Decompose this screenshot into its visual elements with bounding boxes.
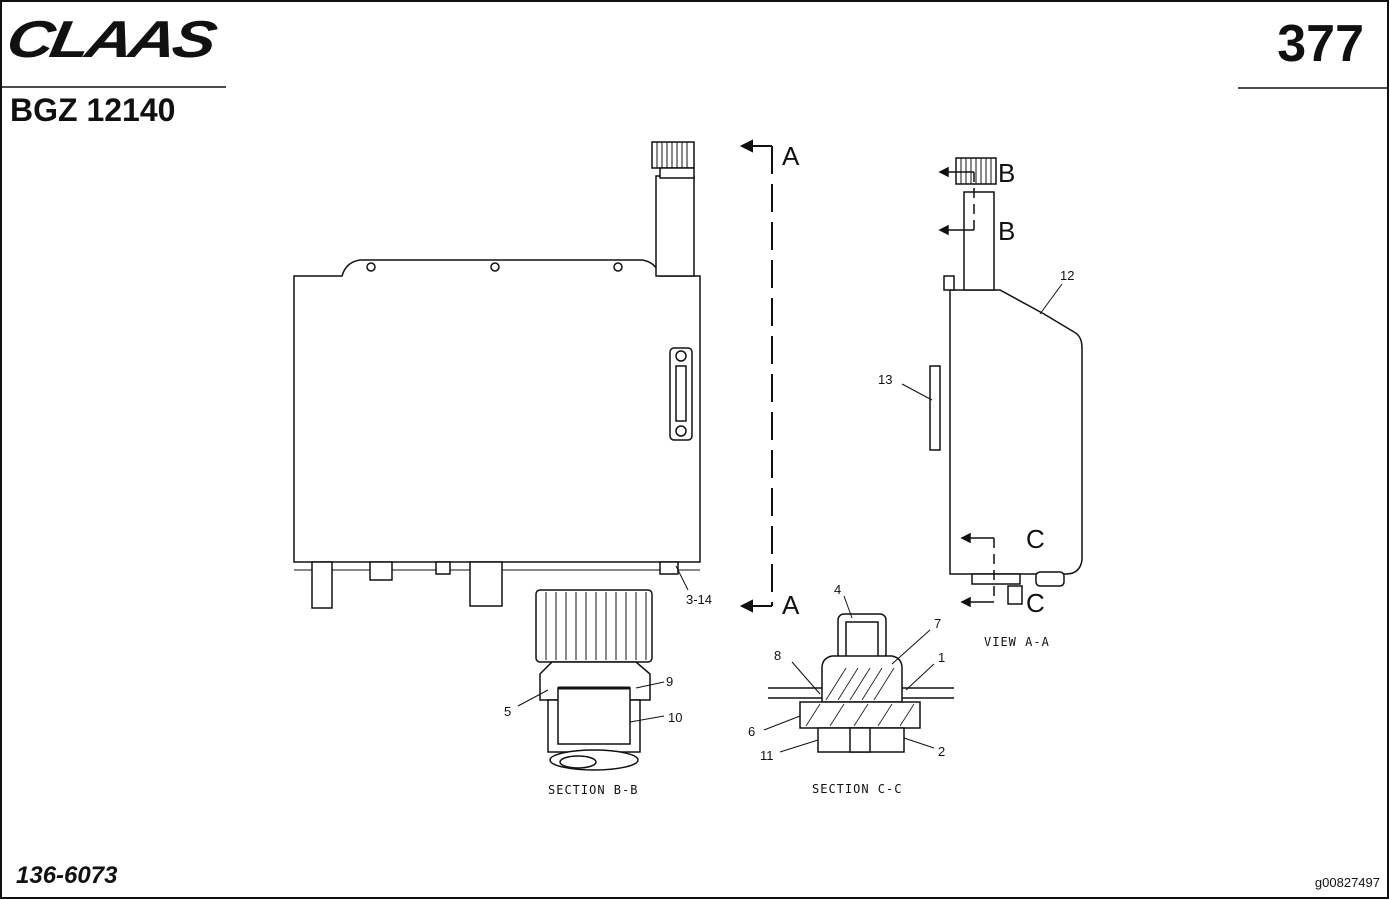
section-b-strainer [557, 687, 631, 745]
marker-a-top: A [782, 141, 800, 171]
view-a-a [929, 157, 1083, 605]
side-sight-gauge [929, 365, 941, 451]
main-view [293, 141, 701, 609]
side-tank-outline [949, 289, 1083, 575]
section-c-cap-inner [845, 621, 879, 661]
marker-c-top: C [1026, 524, 1045, 554]
section-c-bolt [849, 727, 871, 753]
part-number: 136-6073 [16, 862, 118, 889]
caption-section-c-c: SECTION C-C [812, 782, 902, 796]
callout-13: 13 [878, 372, 892, 387]
filler-cap-knurl [656, 142, 688, 168]
section-b-cap [535, 589, 653, 663]
image-id: g00827497 [1314, 875, 1380, 890]
leader-13 [901, 383, 933, 401]
side-bottom-fittings [971, 573, 1021, 585]
plug-fitting [435, 561, 451, 575]
leader-10 [629, 715, 665, 723]
caption-section-b-b: SECTION B-B [548, 783, 638, 797]
leader-1 [905, 663, 935, 691]
marker-b-top: B [998, 158, 1015, 188]
mounting-hole-3 [613, 262, 623, 272]
callout-8: 8 [774, 648, 781, 663]
mounting-hole-2 [490, 262, 500, 272]
side-filler-neck [963, 191, 995, 291]
section-c-flange [799, 701, 921, 729]
filler-collar [659, 167, 695, 179]
leader-2 [903, 737, 935, 749]
marker-a-bottom: A [782, 590, 800, 620]
callout-11: 11 [760, 748, 774, 763]
callout-3-14: 3-14 [686, 592, 712, 607]
tank-body-outline [293, 259, 701, 563]
callout-7: 7 [934, 616, 941, 631]
callout-5: 5 [504, 704, 511, 719]
section-b-cap-knurl [545, 592, 647, 660]
section-b-b [535, 589, 653, 771]
section-c-body [821, 655, 903, 703]
page-number: 377 [1277, 15, 1364, 73]
section-c-c [768, 613, 954, 753]
mounting-hole-1 [366, 262, 376, 272]
marker-b-mid: B [998, 216, 1015, 246]
sight-gauge-bottom-screw [675, 425, 687, 437]
callout-10: 10 [668, 710, 682, 725]
filler-neck [655, 175, 695, 277]
side-bracket-top [943, 275, 955, 291]
callout-6: 6 [748, 724, 755, 739]
leader-12 [1039, 283, 1063, 315]
callout-4: 4 [834, 582, 841, 597]
outlet-fitting-1 [311, 561, 333, 609]
section-b-neck-bore [559, 755, 597, 769]
drain-fitting [659, 561, 679, 575]
caption-view-a-a: VIEW A-A [984, 635, 1050, 649]
side-drain-boss [1035, 571, 1065, 587]
leader-6 [763, 715, 801, 731]
callout-12: 12 [1060, 268, 1074, 283]
leader-11 [779, 739, 819, 753]
model-code: BGZ 12140 [10, 92, 176, 128]
leader-8 [791, 661, 821, 695]
outlet-fitting-2 [469, 561, 503, 607]
filler-cap [651, 141, 695, 169]
marker-c-bottom: C [1026, 588, 1045, 618]
section-line-b-b [938, 166, 975, 236]
leader-5 [517, 689, 549, 707]
callout-9: 9 [666, 674, 673, 689]
sight-gauge-window [675, 365, 687, 422]
leader-4 [843, 595, 853, 619]
section-line-a-a [739, 139, 773, 613]
leader-9 [635, 681, 665, 689]
nut-fitting-1 [369, 561, 393, 581]
section-a-top-arrow [739, 139, 753, 153]
section-a-bottom-arrow [739, 599, 753, 613]
callout-2: 2 [938, 744, 945, 759]
sight-gauge-top-screw [675, 350, 687, 362]
section-c-hatch [805, 667, 915, 727]
leader-3-14 [675, 565, 689, 591]
section-line-c-c [960, 532, 995, 608]
leader-7 [891, 629, 931, 665]
callout-1: 1 [938, 650, 945, 665]
side-outlet-stub [1007, 585, 1023, 605]
side-filler-cap-knurl [960, 158, 992, 184]
